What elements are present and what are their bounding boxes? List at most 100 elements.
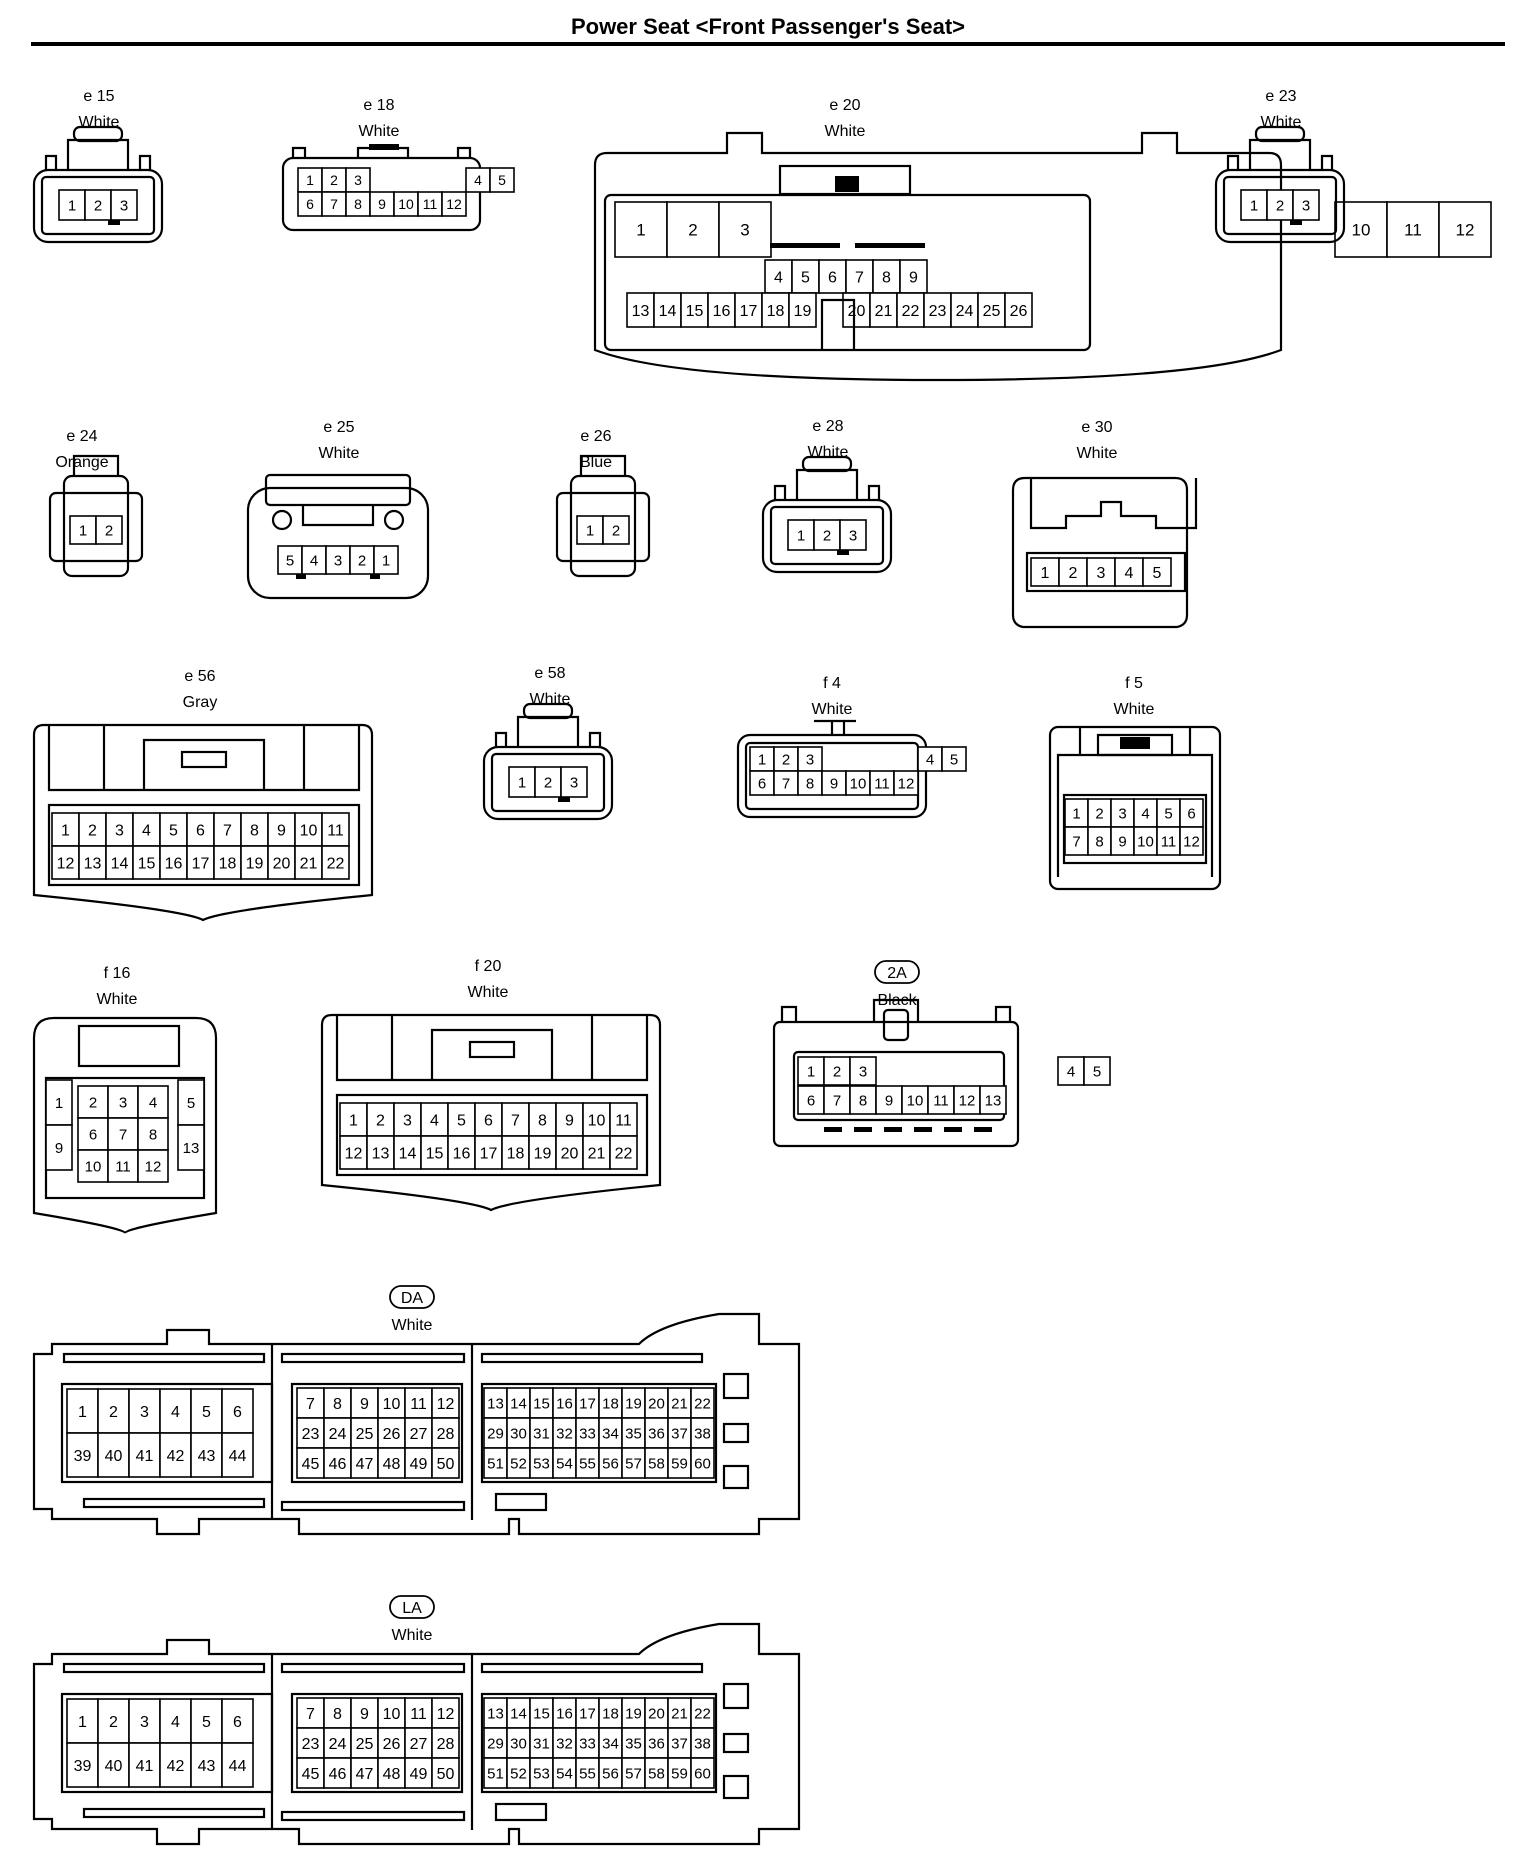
terminal-number: 7: [306, 1706, 315, 1723]
terminal-number: 49: [410, 1766, 428, 1783]
key-mark: [884, 1127, 902, 1132]
terminal-cell: [791, 259, 820, 294]
terminal-number: 4: [171, 1404, 180, 1421]
terminal-number: 17: [192, 855, 210, 872]
lock-arm: [44, 154, 152, 170]
terminal-number: 9: [55, 1140, 63, 1157]
terminal-number: 26: [383, 1736, 401, 1753]
terminal-number: 27: [410, 1736, 428, 1753]
connector-color: Blue: [580, 454, 612, 471]
terminal-number: 3: [806, 751, 814, 768]
terminal-cell: [404, 1387, 433, 1419]
terminal-number: 32: [556, 1425, 573, 1442]
terminal-cell: [377, 1447, 406, 1479]
terminal-cell: [626, 292, 655, 328]
terminal-number: 10: [398, 196, 414, 212]
terminal-number: 44: [229, 1448, 247, 1465]
lock-arm: [773, 484, 881, 500]
terminal-number: 22: [694, 1705, 711, 1722]
terminal-number: 3: [1302, 197, 1310, 214]
terminal-number: 40: [105, 1758, 123, 1775]
housing-inner: [1222, 175, 1338, 236]
terminal-number: 2: [782, 751, 790, 768]
terminal-number: 3: [354, 172, 362, 188]
terminal-number: 6: [484, 1112, 493, 1129]
terminal-number: 38: [694, 1425, 711, 1442]
rail: [82, 1807, 266, 1819]
terminal-cell: [849, 1056, 877, 1086]
terminal-cell: [95, 515, 123, 545]
terminal-number: 3: [740, 221, 749, 240]
terminal-number: 1: [1041, 565, 1050, 582]
terminal-number: 3: [403, 1112, 412, 1129]
block-outline: [60, 1692, 274, 1794]
terminal-number: 6: [89, 1126, 97, 1143]
terminal-number: 1: [349, 1112, 358, 1129]
connector-code: e 25: [323, 419, 354, 436]
terminal-number: 2: [358, 552, 366, 569]
terminal-number: 21: [588, 1145, 606, 1162]
terminal-number: 22: [327, 855, 345, 872]
terminal-number: 1: [78, 1714, 87, 1731]
terminal-number: 1: [1250, 197, 1258, 214]
terminal-cell: [350, 1387, 379, 1419]
terminal-cell: [221, 1432, 254, 1478]
terminal-number: 26: [383, 1426, 401, 1443]
terminal-cell: [773, 770, 799, 796]
housing-outline: [32, 1622, 801, 1846]
terminal-number: 17: [579, 1705, 596, 1722]
terminal-number: 1: [306, 172, 314, 188]
terminal-number: 5: [169, 822, 178, 839]
terminal-cell: [474, 1135, 503, 1170]
terminal-number: 19: [246, 855, 264, 872]
terminal-number: 11: [615, 1112, 632, 1129]
terminal-number: 9: [360, 1396, 369, 1413]
terminal-number: 12: [1456, 221, 1475, 240]
terminal-cell: [190, 1388, 223, 1434]
connector-code: e 23: [1265, 88, 1296, 105]
terminal-number: 5: [202, 1404, 211, 1421]
latch-tab: [801, 455, 853, 473]
terminal-cell: [159, 845, 188, 880]
terminal-cell: [159, 1698, 192, 1744]
terminal-number: 1: [382, 552, 390, 569]
terminal-number: 51: [487, 1765, 504, 1782]
terminal-number: 1: [55, 1095, 63, 1112]
terminal-cell: [950, 292, 979, 328]
terminal-number: 3: [140, 1714, 149, 1731]
terminal-number: 11: [410, 1396, 427, 1413]
latch-tab: [1254, 125, 1306, 143]
terminal-number: 12: [345, 1145, 363, 1162]
terminal-cell: [582, 1102, 611, 1137]
terminal-number: 18: [219, 855, 237, 872]
terminal-number: 32: [556, 1735, 573, 1752]
housing-outline: [32, 723, 374, 922]
terminal-cell: [797, 1085, 825, 1115]
terminal-cell: [823, 1056, 851, 1086]
key-mark: [837, 550, 849, 555]
terminal-number: 19: [625, 1705, 642, 1722]
latch-frame: [1029, 478, 1198, 530]
housing-outline: [482, 745, 614, 821]
rail: [280, 1352, 466, 1364]
terminal-number: 29: [487, 1735, 504, 1752]
housing-outline: [1011, 476, 1189, 629]
terminal-number: 4: [1125, 565, 1134, 582]
terminal-number: 12: [959, 1092, 976, 1109]
terminal-number: 59: [671, 1765, 688, 1782]
terminal-number: 30: [510, 1735, 527, 1752]
connector-code: e 28: [812, 418, 843, 435]
terminal-number: 9: [360, 1706, 369, 1723]
terminal-number: 9: [1118, 833, 1126, 850]
terminal-cell: [404, 1727, 433, 1759]
terminal-cell: [501, 1135, 530, 1170]
terminal-number: 5: [286, 552, 294, 569]
terminal-number: 11: [933, 1092, 949, 1109]
terminal-cell: [528, 1135, 557, 1170]
terminal-number: 18: [507, 1145, 525, 1162]
terminal-number: 13: [985, 1092, 1002, 1109]
terminal-cell: [680, 292, 709, 328]
